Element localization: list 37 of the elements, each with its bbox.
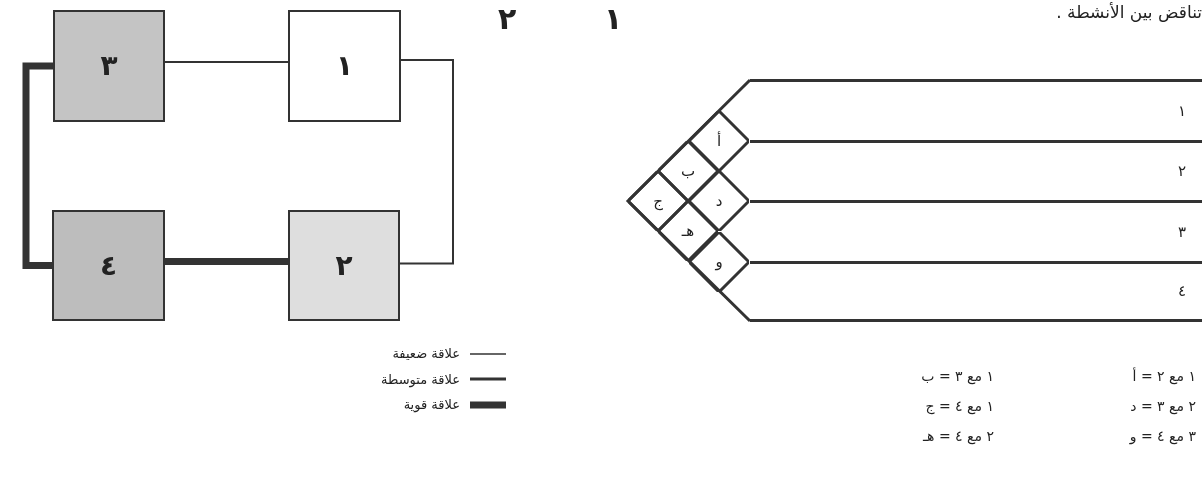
caption-text: تناقض بين الأنشطة .	[1056, 2, 1202, 24]
row-number: ٢	[1177, 161, 1186, 183]
pair-formula: ٢ مع ٤ = هـ	[922, 428, 994, 446]
activity-box	[52, 210, 165, 321]
legend-text: علاقة متوسطة	[380, 370, 460, 389]
box-number: ١	[335, 48, 354, 84]
cell-letter: ب	[680, 160, 696, 182]
box-number: ٢	[335, 247, 353, 284]
row-number: ١	[1177, 100, 1186, 122]
figure-number: ١	[604, 0, 623, 38]
activity-box	[53, 10, 165, 122]
box-number: ٣	[100, 48, 118, 84]
box-number: ٤	[99, 247, 118, 284]
cell-letter: د	[715, 190, 723, 212]
figure-number: ٢	[498, 0, 517, 38]
diamond-cell	[658, 141, 718, 201]
pair-formula: ١ مع ٣ = ب	[921, 368, 994, 386]
cell-letter: هـ	[681, 220, 695, 242]
activity-box	[288, 10, 401, 122]
legend-text: علاقة قوية	[402, 396, 460, 415]
connector-line	[399, 59, 454, 265]
activity-box	[288, 210, 400, 321]
legend-text: علاقة ضعيفة	[391, 345, 460, 363]
pair-formula: ١ مع ٤ = ج	[925, 398, 994, 416]
cell-letter: ج	[653, 190, 663, 213]
pair-formula: ٣ مع ٤ = و	[1129, 428, 1196, 446]
connector-line	[22, 62, 53, 269]
pair-formula: ٢ مع ٣ = د	[1130, 398, 1196, 416]
connector-line	[164, 61, 289, 63]
diamond-cell	[689, 111, 749, 171]
cell-letter: أ	[716, 130, 722, 152]
connector-line	[165, 258, 288, 265]
row-band	[750, 261, 1202, 322]
pair-formula: ١ مع ٢ = أ	[1132, 368, 1196, 386]
row-number: ٤	[1177, 281, 1186, 303]
cell-letter: و	[715, 251, 723, 273]
row-number: ٣	[1177, 221, 1186, 243]
